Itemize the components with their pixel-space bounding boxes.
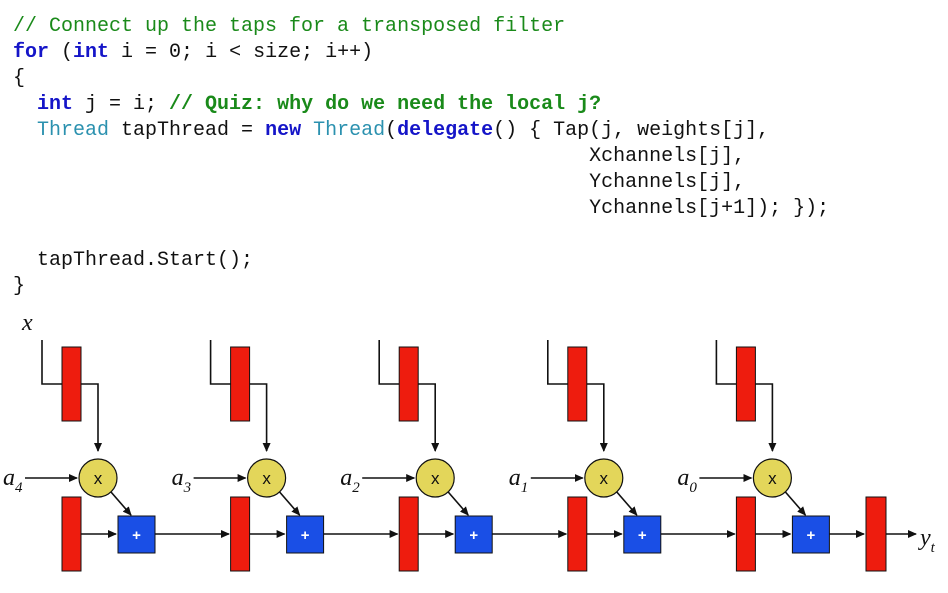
type-thread: Thread (37, 119, 110, 142)
coefficient-label: a2 (340, 465, 360, 496)
coefficient-base: a (340, 465, 352, 491)
adder-symbol: + (469, 527, 478, 544)
lower-register (567, 496, 588, 572)
input-feed-wire (209, 340, 231, 385)
code-line: Xchannels[j], (13, 145, 746, 168)
input-label: x (21, 310, 33, 336)
code-text: j = i; (73, 93, 170, 116)
register-to-multiplier-wire (418, 383, 440, 452)
multiplier-symbol: x (768, 469, 777, 488)
adder-node (454, 515, 493, 554)
multiplier-node (78, 458, 118, 498)
lower-register (735, 496, 756, 572)
output-label: yt (918, 525, 936, 556)
upper-register (61, 346, 82, 422)
coefficient-label: a0 (677, 465, 697, 496)
keyword-new: new (265, 119, 302, 142)
multiplier-symbol: x (600, 469, 609, 488)
coefficient-base: a (509, 465, 521, 491)
adder-symbol: + (301, 527, 310, 544)
keyword-delegate: delegate (397, 119, 494, 142)
multiplier-node (247, 458, 287, 498)
adder-symbol: + (807, 527, 816, 544)
code-line: Ychannels[j], (13, 171, 746, 194)
coefficient-base: a (3, 465, 15, 491)
code-text: i = 0; i < size; i++) (109, 41, 374, 64)
output-register (865, 496, 887, 572)
adder-symbol: + (132, 527, 141, 544)
code-brace-open: { (13, 67, 26, 90)
keyword-int: int (73, 41, 110, 64)
coefficient-subscript: 3 (183, 480, 192, 496)
input-feed-wire (41, 340, 62, 385)
upper-register (398, 346, 419, 422)
code-line: tapThread.Start(); (13, 249, 254, 272)
multiplier-to-adder-wire (447, 491, 469, 516)
adder-node (286, 515, 325, 554)
multiplier-to-adder-wire (278, 491, 301, 516)
multiplier-node (752, 458, 793, 498)
adder-node (623, 515, 662, 554)
code-comment-line: // Connect up the taps for a transposed … (13, 15, 566, 38)
code-text: tapThread = (109, 119, 266, 142)
multiplier-node (415, 458, 455, 498)
multiplier-to-adder-wire (784, 491, 807, 516)
filter-stage: a0 x + (677, 340, 865, 572)
coefficient-subscript: 1 (521, 480, 529, 496)
register-to-multiplier-wire (249, 383, 271, 452)
code-text: () { Tap(j, weights[j], (493, 119, 770, 142)
code-text: ( (385, 119, 398, 142)
multiplier-symbol: x (431, 469, 440, 488)
coefficient-subscript: 2 (352, 480, 360, 496)
adder-node (791, 515, 830, 554)
register-to-multiplier-wire (586, 383, 608, 452)
output-label-sub: t (931, 540, 936, 556)
multiplier-to-adder-wire (616, 491, 638, 516)
multiplier-to-adder-wire (110, 491, 132, 516)
lower-register (398, 496, 419, 572)
register-to-multiplier-wire (755, 383, 777, 452)
multiplier-node (584, 458, 624, 498)
output-label-base: y (918, 525, 931, 551)
coefficient-label: a1 (509, 465, 529, 496)
code-listing: // Connect up the taps for a transposed … (13, 14, 829, 300)
coefficient-base: a (677, 465, 689, 491)
code-line: Ychannels[j+1]); }); (13, 197, 830, 220)
quiz-comment: // Quiz: why do we need the local j? (169, 93, 602, 116)
coefficient-base: a (172, 465, 184, 491)
register-to-multiplier-wire (81, 383, 102, 452)
input-feed-wire (546, 340, 568, 385)
keyword-for: for (13, 41, 50, 64)
input-feed-wire (378, 340, 400, 385)
multiplier-symbol: x (262, 469, 271, 488)
coefficient-label: a3 (172, 465, 192, 496)
code-brace-close: } (13, 275, 26, 298)
lower-register (230, 496, 251, 572)
type-thread: Thread (313, 119, 386, 142)
upper-register (230, 346, 251, 422)
multiplier-symbol: x (94, 469, 103, 488)
lower-register (61, 496, 82, 572)
input-feed-wire (715, 340, 737, 385)
coefficient-subscript: 4 (15, 480, 23, 496)
upper-register (735, 346, 756, 422)
upper-register (567, 346, 588, 422)
coefficient-subscript: 0 (689, 480, 697, 496)
keyword-int: int (37, 93, 74, 116)
coefficient-label: a4 (3, 465, 23, 496)
code-text: ( (49, 41, 74, 64)
adder-symbol: + (638, 527, 647, 544)
